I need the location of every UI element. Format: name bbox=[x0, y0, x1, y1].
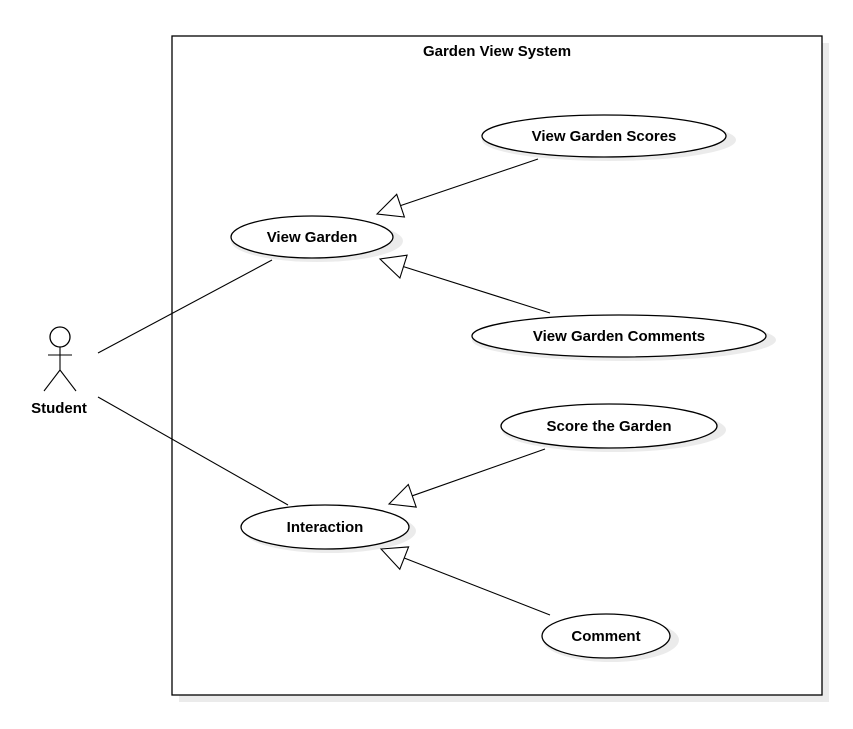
generalization-scores-to-view-garden[interactable] bbox=[375, 158, 539, 218]
system-title: Garden View System bbox=[423, 43, 571, 60]
generalization-comments-to-view-garden[interactable] bbox=[378, 254, 551, 314]
use-case-comment[interactable]: Comment bbox=[541, 613, 679, 662]
association-student-interaction[interactable] bbox=[97, 396, 289, 506]
use-case-view-garden[interactable]: View Garden bbox=[230, 215, 403, 262]
use-case-view-garden-scores-label: View Garden Scores bbox=[532, 128, 677, 145]
actor-label: Student bbox=[31, 400, 87, 417]
use-case-comment-label: Comment bbox=[571, 628, 640, 645]
use-case-score-the-garden-label: Score the Garden bbox=[546, 418, 671, 435]
actor-head bbox=[49, 326, 71, 348]
actor-student[interactable]: Student bbox=[31, 326, 87, 417]
use-case-interaction[interactable]: Interaction bbox=[240, 504, 416, 553]
use-case-view-garden-scores[interactable]: View Garden Scores bbox=[481, 114, 736, 161]
use-case-score-the-garden[interactable]: Score the Garden bbox=[500, 403, 726, 452]
generalization-comment-to-interaction[interactable] bbox=[379, 546, 551, 616]
association-student-view-garden[interactable] bbox=[97, 259, 273, 354]
use-case-view-garden-comments[interactable]: View Garden Comments bbox=[471, 314, 776, 361]
use-case-view-garden-label: View Garden bbox=[267, 229, 358, 246]
generalization-score-to-interaction[interactable] bbox=[387, 448, 546, 508]
use-case-view-garden-comments-label: View Garden Comments bbox=[533, 328, 705, 345]
actor-right-leg bbox=[59, 369, 77, 392]
use-case-interaction-label: Interaction bbox=[287, 519, 364, 536]
actor-left-leg bbox=[43, 369, 61, 392]
